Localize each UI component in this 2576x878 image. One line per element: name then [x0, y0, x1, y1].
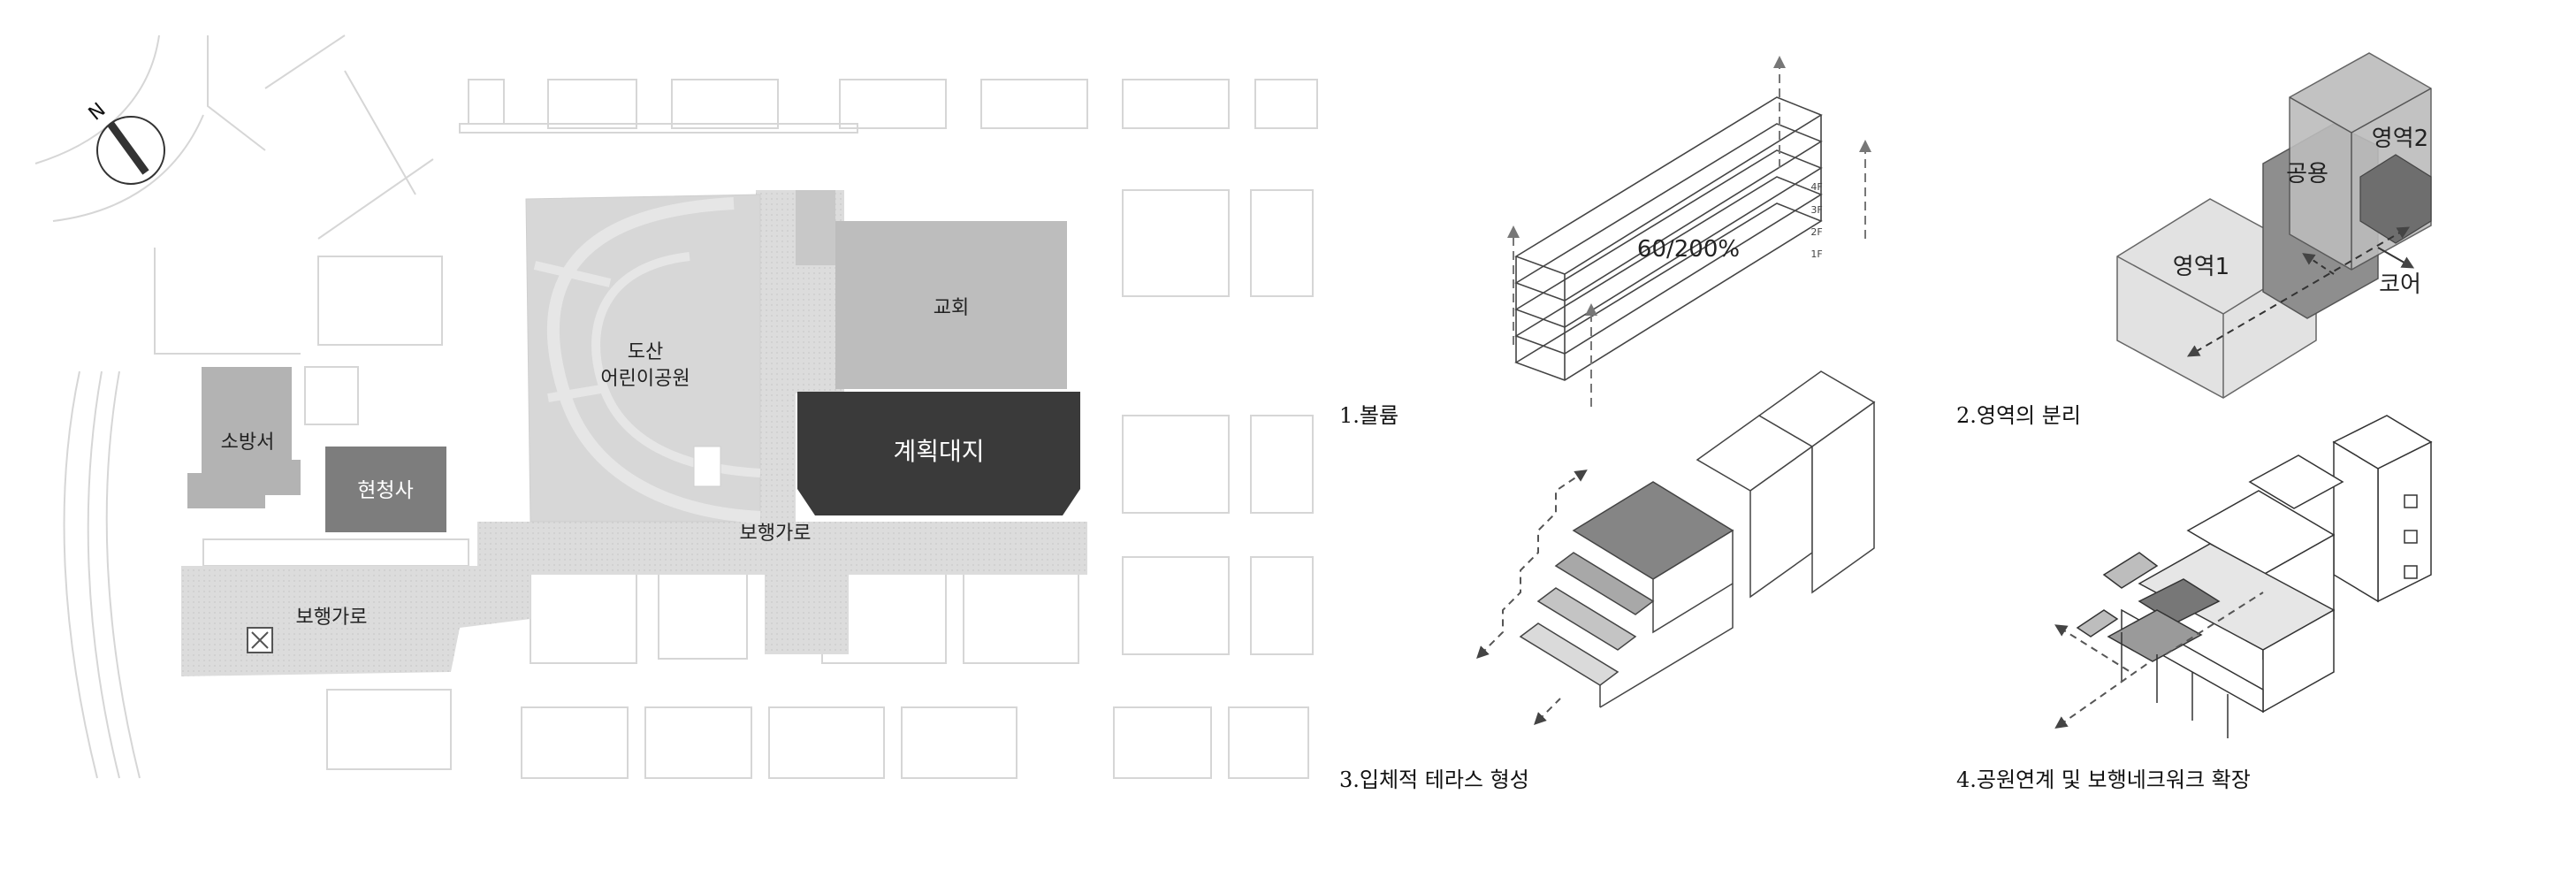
building-small — [796, 190, 835, 265]
volume-floor-1-outline — [1514, 176, 1823, 355]
walkway-center-label: 보행가로 — [740, 523, 812, 545]
park-name-line1: 도산 — [628, 341, 663, 363]
north-arrow: N — [85, 99, 165, 185]
county-office: 현청사 — [325, 447, 446, 532]
park-name-line2: 어린이공원 — [600, 368, 690, 390]
diagram-zones: 영역1 공용 영역2 코어 2.영역의 분리 — [1956, 52, 2432, 428]
diagram-terrace: 3.입체적 테라스 형성 — [1339, 370, 1876, 792]
fire-station-label: 소방서 — [221, 431, 275, 454]
site-label: 계획대지 — [893, 437, 984, 466]
planned-site: 계획대지 — [797, 392, 1080, 515]
north-label: N — [85, 99, 111, 126]
fire-station: 소방서 — [187, 367, 301, 508]
church-label: 교회 — [934, 297, 969, 319]
walkway-left-label: 보행가로 — [296, 607, 368, 629]
site-plan: 도산 어린이공원 교회 계획대지 소방서 현청사 보행가로 — [34, 34, 1318, 779]
volume-floor-3-outline — [1514, 123, 1823, 302]
caption-network: 4.공원연계 및 보행네크워크 확장 — [1956, 767, 2251, 792]
walkway-marker — [247, 627, 273, 653]
core-label: 코어 — [2379, 271, 2421, 298]
caption-terrace: 3.입체적 테라스 형성 — [1339, 767, 1529, 792]
floor-2f: 2F — [1810, 226, 1822, 238]
volume-base-outline — [1514, 202, 1823, 381]
caption-volume: 1.볼륨 — [1339, 403, 1399, 428]
caption-zones: 2.영역의 분리 — [1956, 403, 2081, 428]
park: 도산 어린이공원 — [525, 194, 761, 523]
diagram-network: 4.공원연계 및 보행네크워크 확장 — [1956, 415, 2433, 792]
zone1-label: 영역1 — [2173, 254, 2229, 280]
core-volume — [2359, 154, 2432, 244]
floor-4f: 4F — [1810, 181, 1822, 193]
county-office-label: 현청사 — [357, 479, 413, 502]
floor-3f: 3F — [1810, 204, 1822, 216]
block-outlines — [34, 34, 1318, 779]
shared-label: 공용 — [2286, 161, 2328, 187]
zone2-label: 영역2 — [2372, 126, 2428, 152]
park-pavilion — [693, 446, 721, 487]
church: 교회 — [835, 221, 1067, 389]
diagram-volume: 60/200% 4F 3F 2F 1F 1.볼륨 — [1339, 56, 1871, 428]
floor-1f: 1F — [1810, 248, 1822, 260]
volume-ratio: 60/200% — [1637, 236, 1740, 263]
